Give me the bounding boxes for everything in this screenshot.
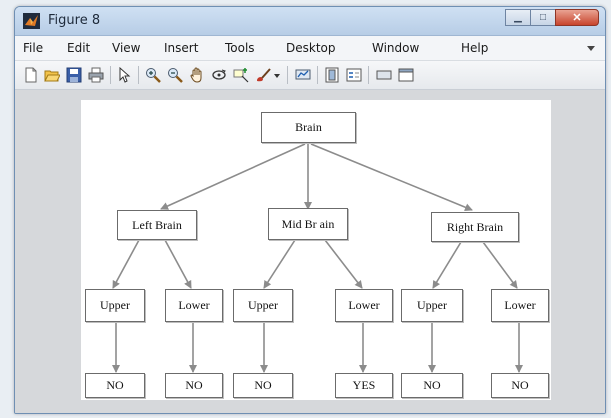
- edge-rightbrain-lower: [482, 241, 518, 289]
- node-upper: Upper: [85, 289, 145, 322]
- edge-midbrain-upper: [263, 239, 296, 289]
- brush-dropdown-icon[interactable]: [273, 67, 281, 83]
- tree-edges: [112, 143, 523, 373]
- matlab-logo-icon: [23, 13, 40, 29]
- leaf-no: NO: [165, 373, 223, 398]
- close-icon: ✕: [572, 12, 582, 24]
- link-plot-icon[interactable]: [295, 67, 311, 83]
- edge-rightbrain-upper: [432, 241, 462, 289]
- edge-brain-leftbrain: [160, 143, 306, 210]
- menu-overflow-chevron-icon[interactable]: [587, 46, 595, 51]
- print-icon[interactable]: [88, 67, 104, 83]
- figure-toolbar: [15, 61, 605, 90]
- node-right-brain: Right Brain: [431, 212, 519, 242]
- leaf-no: NO: [233, 373, 293, 398]
- toolbar-separator: [287, 66, 288, 84]
- data-cursor-icon[interactable]: [233, 67, 249, 83]
- new-figure-icon[interactable]: [23, 67, 39, 83]
- open-file-icon[interactable]: [44, 67, 60, 83]
- menu-bar: File Edit View Insert Tools Desktop Wind…: [15, 36, 605, 61]
- toolbar-separator: [138, 66, 139, 84]
- edge-brain-rightbrain: [310, 143, 473, 212]
- edge-leftbrain-lower: [164, 239, 192, 289]
- save-icon[interactable]: [66, 67, 82, 83]
- zoom-out-icon[interactable]: [167, 67, 183, 83]
- menu-view[interactable]: View: [112, 41, 141, 55]
- menu-insert[interactable]: Insert: [164, 41, 199, 55]
- menu-desktop[interactable]: Desktop: [286, 41, 336, 55]
- node-mid-brain: Mid Br ain: [268, 208, 348, 240]
- menu-edit[interactable]: Edit: [67, 41, 91, 55]
- leaf-no: NO: [401, 373, 463, 398]
- menu-window[interactable]: Window: [372, 41, 420, 55]
- hide-plot-tools-icon[interactable]: [376, 67, 392, 83]
- node-upper: Upper: [401, 289, 463, 322]
- show-plot-tools-icon[interactable]: [398, 67, 414, 83]
- pointer-icon[interactable]: [116, 67, 132, 83]
- menu-help[interactable]: Help: [461, 41, 489, 55]
- edge-midbrain-lower: [324, 239, 363, 289]
- minimize-button[interactable]: ▁: [505, 9, 531, 26]
- maximize-icon: □: [539, 12, 547, 23]
- figure-canvas-area: Brain Left Brain Mid Br ain Right Brain …: [15, 90, 605, 413]
- node-lower: Lower: [165, 289, 223, 322]
- tree-diagram-canvas: Brain Left Brain Mid Br ain Right Brain …: [81, 100, 551, 400]
- menu-tools[interactable]: Tools: [225, 41, 255, 55]
- legend-icon[interactable]: [346, 67, 362, 83]
- title-bar[interactable]: Figure 8 ▁ □ ✕: [15, 7, 605, 36]
- edge-leftbrain-upper: [112, 239, 140, 289]
- toolbar-separator: [110, 66, 111, 84]
- maximize-button[interactable]: □: [530, 9, 556, 26]
- brush-icon[interactable]: [255, 67, 271, 83]
- figure-window: Figure 8 ▁ □ ✕ File Edit View Insert Too…: [14, 6, 606, 414]
- menu-file[interactable]: File: [23, 41, 44, 55]
- window-title: Figure 8: [48, 13, 101, 28]
- toolbar-separator: [368, 66, 369, 84]
- toolbar-separator: [317, 66, 318, 84]
- close-button[interactable]: ✕: [555, 9, 599, 26]
- colorbar-icon[interactable]: [324, 67, 340, 83]
- node-lower: Lower: [335, 289, 393, 322]
- node-lower: Lower: [491, 289, 549, 322]
- node-left-brain: Left Brain: [117, 210, 197, 240]
- pan-hand-icon[interactable]: [189, 67, 205, 83]
- leaf-no: NO: [85, 373, 145, 398]
- minimize-icon: ▁: [514, 12, 522, 23]
- node-brain: Brain: [261, 112, 356, 143]
- rotate-3d-icon[interactable]: [211, 67, 227, 83]
- node-upper: Upper: [233, 289, 293, 322]
- leaf-yes: YES: [335, 373, 393, 398]
- zoom-in-icon[interactable]: [145, 67, 161, 83]
- leaf-no: NO: [491, 373, 549, 398]
